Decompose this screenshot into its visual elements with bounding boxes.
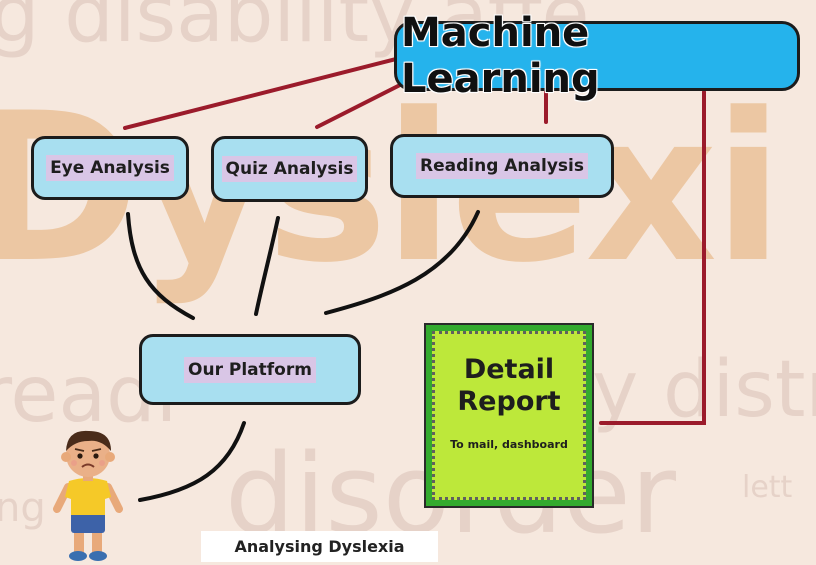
caption-text: Analysing Dyslexia [234,537,405,556]
ml-to-eye-connector [123,54,410,130]
detail-report-inner: Detail Report To mail, dashboard [432,331,586,500]
bg-word-6: ng [0,485,46,531]
bg-word-7: lett [742,470,793,505]
quiz-analysis-node: Quiz Analysis [211,136,368,202]
bg-word-4: ry distr [560,345,816,435]
reading-analysis-label: Reading Analysis [416,153,588,179]
detail-report-subtitle: To mail, dashboard [450,438,568,451]
platform-to-child-connector [138,421,246,502]
quiz-analysis-label: Quiz Analysis [221,156,358,182]
machine-learning-label: Machine Learning [401,10,600,102]
reading-to-platform-connector [324,210,480,315]
platform-connectors [126,210,480,502]
eye-analysis-label: Eye Analysis [46,155,174,181]
eye-to-platform-connector [126,212,195,320]
ml-connectors [123,54,706,425]
ml-to-report-connector [599,90,706,425]
quiz-to-platform-connector [254,216,280,316]
analysing-dyslexia-caption: Analysing Dyslexia [201,531,438,562]
child-illustration-icon [53,430,123,561]
machine-learning-node: Machine Learning [394,10,800,102]
our-platform-node: Our Platform [139,334,361,405]
ml-to-quiz-connector [315,81,406,129]
detail-report-title-line1: Detail [463,354,555,385]
reading-analysis-node: Reading Analysis [390,134,614,198]
eye-analysis-node: Eye Analysis [31,136,189,200]
detail-report-title-line2: Report [457,386,561,417]
our-platform-label: Our Platform [184,356,316,383]
detail-report-card: Detail Report To mail, dashboard [424,323,594,508]
